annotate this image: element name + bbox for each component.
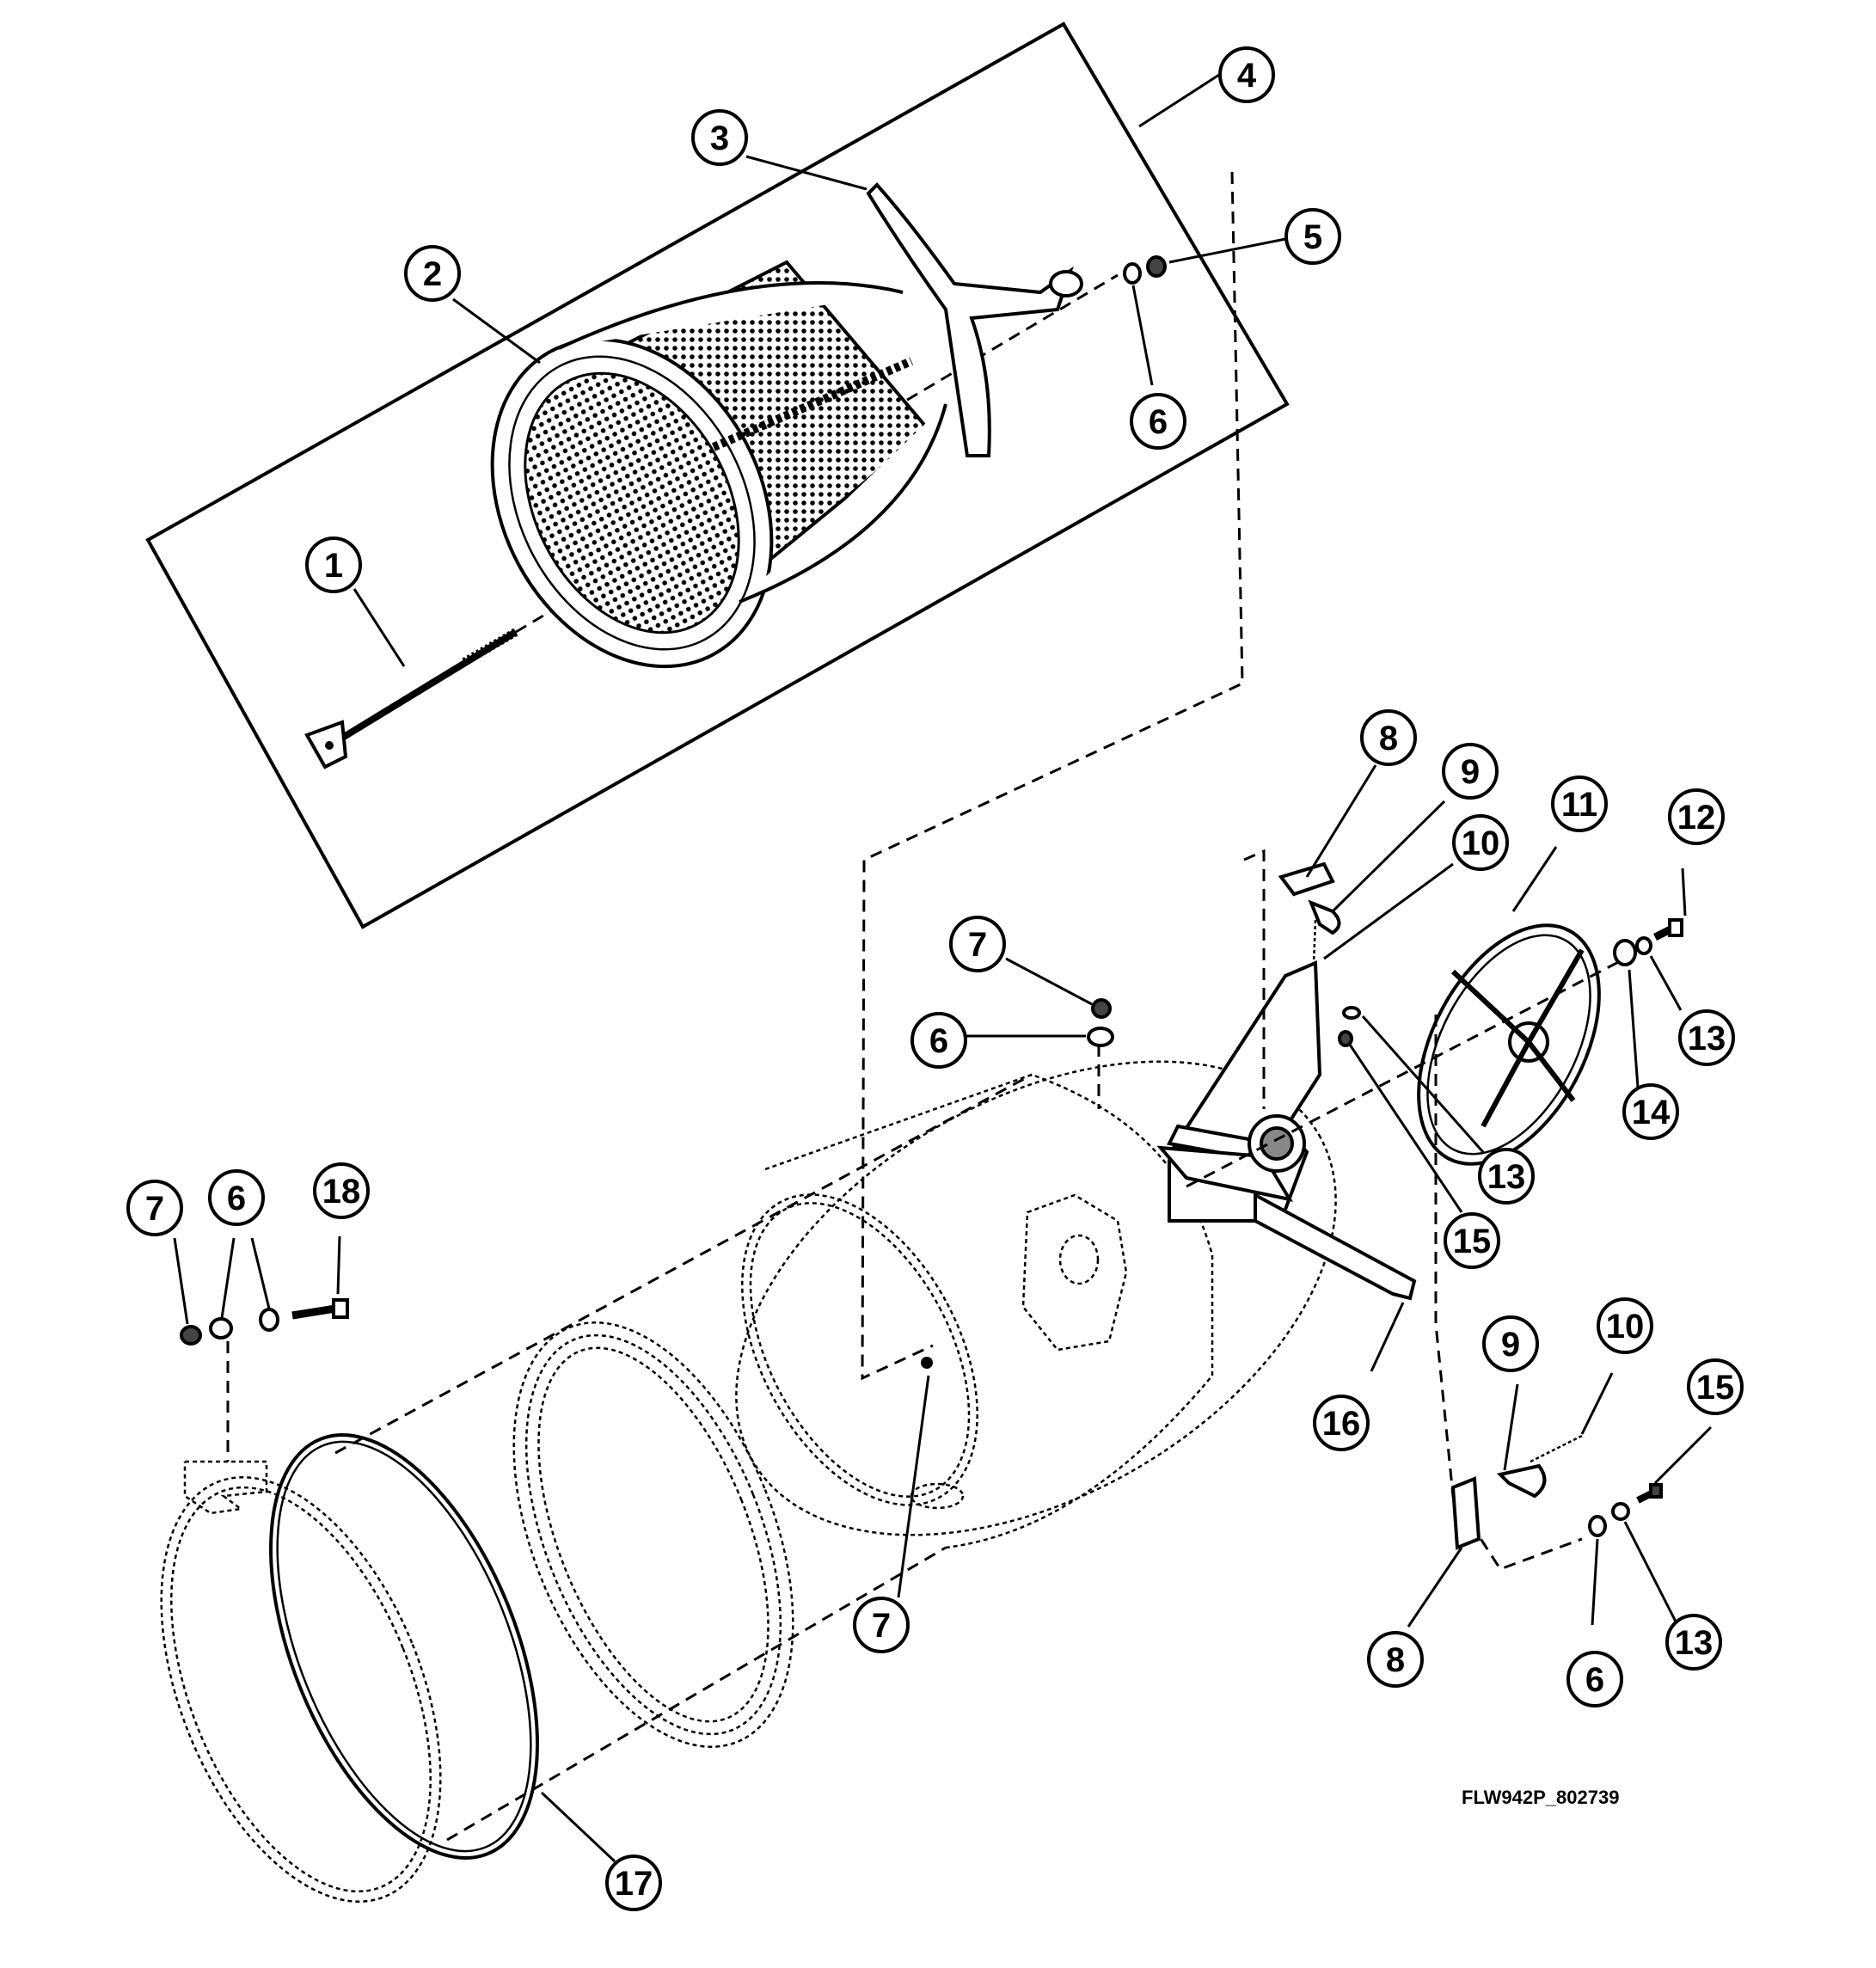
- svg-text:7: 7: [145, 1190, 164, 1228]
- leader-lines: [173, 73, 1713, 1863]
- callout-10-upper: 10: [1452, 814, 1509, 871]
- tub-lower-edge: [446, 1546, 947, 1842]
- svg-text:7: 7: [968, 926, 987, 964]
- upper-bracket: [1278, 861, 1335, 897]
- nut-left: [180, 1325, 202, 1346]
- upper-pin: [1312, 919, 1317, 964]
- svg-text:14: 14: [1632, 1094, 1671, 1131]
- svg-text:9: 9: [1461, 753, 1480, 791]
- outer-tub: [735, 1060, 1337, 1549]
- svg-text:13: 13: [1487, 1158, 1526, 1196]
- callout-12: 12: [1668, 788, 1725, 845]
- callout-17: 17: [605, 1855, 662, 1911]
- svg-text:15: 15: [1696, 1369, 1735, 1407]
- pulley-washer: [1613, 939, 1637, 966]
- tub-upper-edge: [334, 1073, 1033, 1455]
- front-clamp-ring: [160, 1433, 539, 1903]
- assembly-link-line: [861, 171, 1244, 1381]
- callout-15-upper: 15: [1444, 1212, 1500, 1269]
- drive-pulley: [1417, 923, 1601, 1166]
- callout-18: 18: [313, 1162, 370, 1219]
- callout-10-lower: 10: [1597, 1297, 1653, 1354]
- svg-text:6: 6: [227, 1180, 246, 1217]
- door-gasket: [512, 1321, 794, 1748]
- lower-pin: [1530, 1434, 1583, 1463]
- svg-text:10: 10: [1606, 1308, 1645, 1346]
- callout-7-tub-bottom: 7: [853, 1597, 910, 1653]
- upper-bracket-link: [1243, 849, 1266, 1109]
- left-bracket: [183, 1460, 268, 1515]
- callout-9-upper: 9: [1442, 743, 1499, 800]
- basket-assembly-box: [145, 21, 1290, 929]
- svg-text:4: 4: [1237, 57, 1257, 95]
- lower-bracket: [1450, 1476, 1481, 1550]
- svg-text:12: 12: [1677, 799, 1716, 837]
- callout-6-tub: 6: [910, 1012, 967, 1069]
- callout-11: 11: [1551, 776, 1608, 832]
- lower-screw: [1636, 1483, 1663, 1504]
- svg-text:13: 13: [1688, 1020, 1726, 1058]
- svg-text:2: 2: [423, 255, 442, 293]
- svg-text:8: 8: [1379, 720, 1398, 757]
- svg-text:6: 6: [929, 1022, 948, 1060]
- svg-text:9: 9: [1501, 1326, 1520, 1364]
- upper-lock-washer: [1342, 1006, 1361, 1020]
- svg-text:10: 10: [1462, 825, 1500, 862]
- lower-clip: [1497, 1463, 1547, 1499]
- callout-8-upper: 8: [1360, 709, 1417, 766]
- callout-7-left: 7: [126, 1180, 183, 1236]
- basket-spider: [866, 182, 1083, 457]
- svg-text:15: 15: [1453, 1223, 1492, 1260]
- nut-top: [1146, 255, 1167, 278]
- washer-left-1: [209, 1317, 233, 1340]
- svg-text:13: 13: [1675, 1624, 1714, 1662]
- svg-text:16: 16: [1322, 1405, 1361, 1443]
- callout-4: 4: [1218, 46, 1275, 103]
- svg-text:6: 6: [1585, 1661, 1604, 1699]
- callout-1: 1: [305, 536, 362, 593]
- pulley-lock-washer: [1635, 936, 1652, 955]
- callout-6-left-b: 6: [208, 1169, 265, 1226]
- svg-text:7: 7: [872, 1607, 891, 1645]
- callout-6-lower: 6: [1566, 1651, 1623, 1707]
- wash-basket: [490, 260, 947, 669]
- svg-text:8: 8: [1386, 1641, 1405, 1679]
- svg-text:3: 3: [710, 120, 729, 157]
- bearing-trunnion: [1156, 960, 1417, 1301]
- nut-tub-top: [1091, 998, 1112, 1019]
- svg-text:18: 18: [322, 1173, 361, 1211]
- lower-lock-washer: [1611, 1502, 1630, 1521]
- callout-15-lower: 15: [1687, 1358, 1744, 1415]
- callout-13-lower: 13: [1665, 1614, 1722, 1671]
- drawing-code: FLW942P_802739: [1462, 1787, 1619, 1808]
- callout-13-pulley: 13: [1678, 1009, 1735, 1066]
- washer-top: [1123, 262, 1142, 285]
- upper-clip: [1308, 899, 1341, 935]
- svg-text:5: 5: [1303, 218, 1322, 256]
- svg-text:11: 11: [1561, 786, 1597, 824]
- pulley-axis-line: [1186, 957, 1626, 1188]
- svg-text:1: 1: [324, 547, 343, 585]
- callout-8-lower: 8: [1367, 1631, 1424, 1688]
- upper-screw: [1338, 1030, 1353, 1047]
- bolt-left: [291, 1298, 349, 1320]
- callout-2: 2: [404, 245, 461, 302]
- pulley-bolt: [1652, 918, 1683, 941]
- svg-text:6: 6: [1149, 403, 1168, 441]
- callout-7-tub-top: 7: [949, 916, 1006, 972]
- tie-rod: [304, 628, 518, 769]
- callout-9-lower: 9: [1482, 1315, 1539, 1372]
- svg-text:17: 17: [615, 1865, 653, 1903]
- callout-13-upper: 13: [1478, 1148, 1535, 1205]
- callout-5: 5: [1284, 208, 1341, 265]
- washer-left-2: [259, 1308, 279, 1332]
- callout-6-top: 6: [1130, 393, 1186, 450]
- basket-axis-line: [515, 273, 1119, 634]
- lower-washer: [1588, 1515, 1607, 1537]
- callout-16: 16: [1313, 1395, 1370, 1451]
- washer-tub-top: [1087, 1027, 1114, 1047]
- callout-3: 3: [691, 109, 748, 166]
- callout-14: 14: [1622, 1083, 1679, 1140]
